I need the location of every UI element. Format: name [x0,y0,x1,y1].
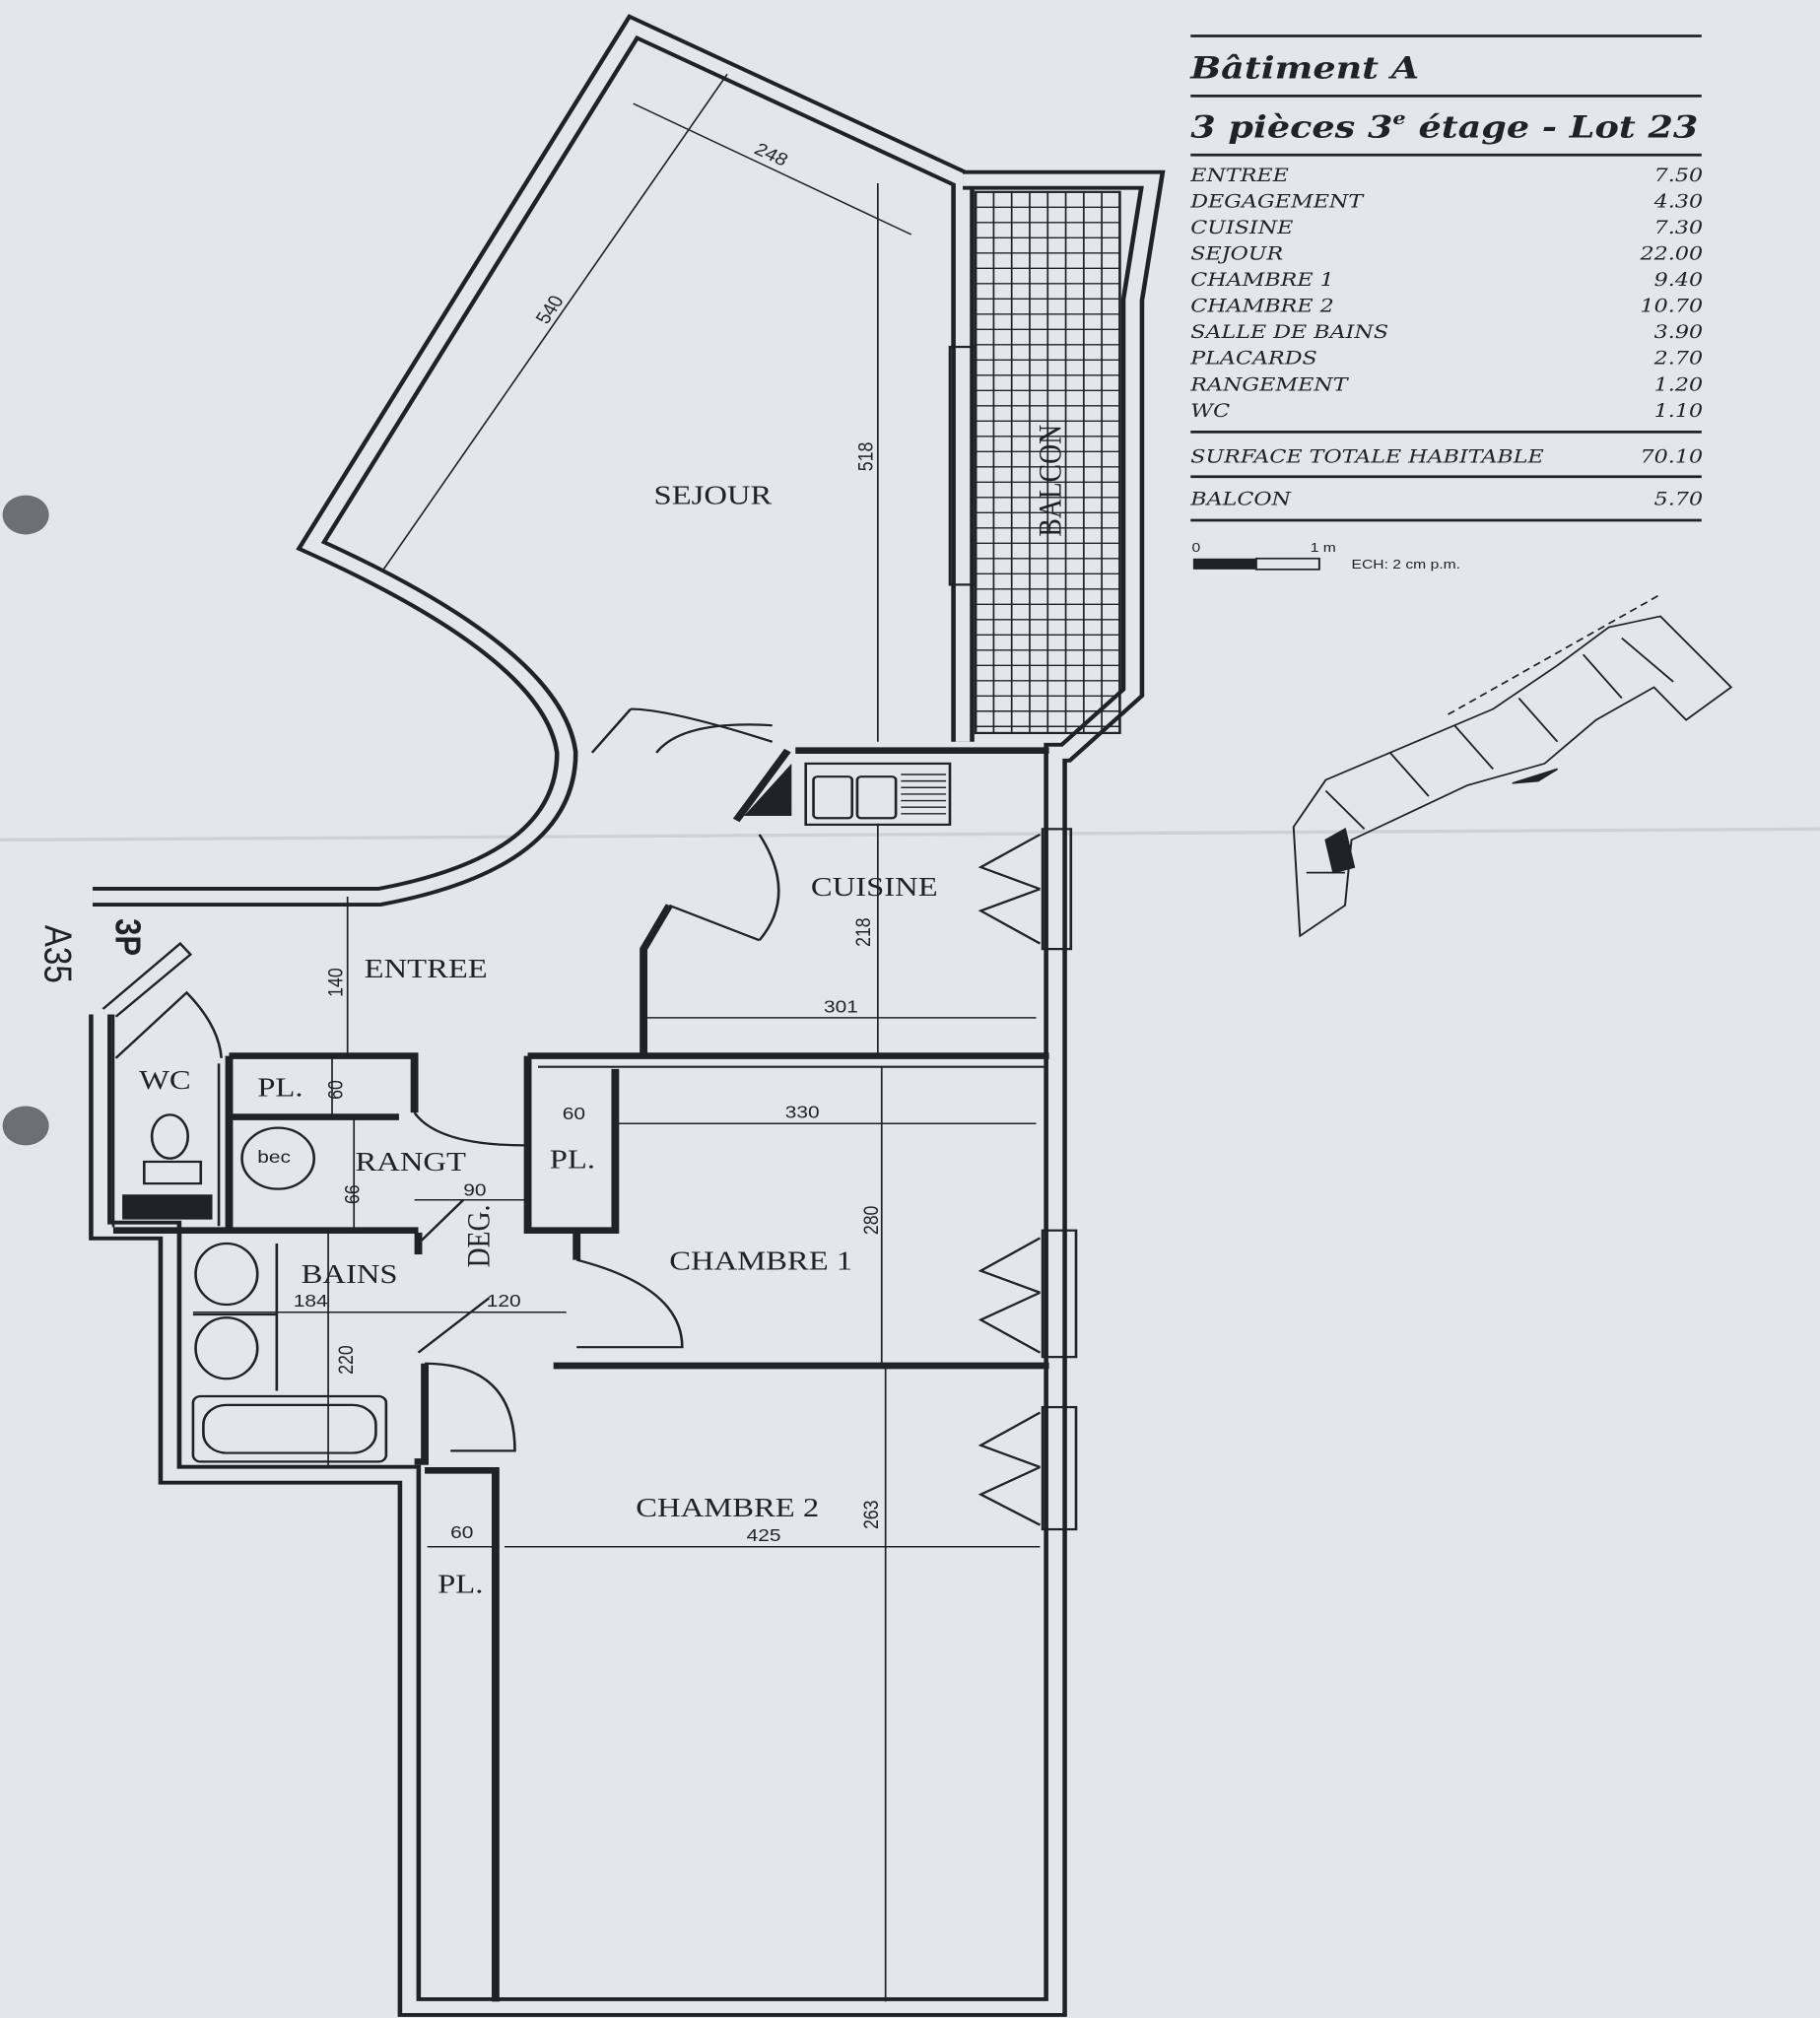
toilet-icon [150,1113,190,1160]
doors [101,707,792,1452]
dimension-label: 263 [860,1501,884,1530]
site-location-map [1292,593,1733,938]
fixtures [122,762,952,1463]
water-heater-icon [240,1126,316,1190]
dimension-label: 90 [463,1180,486,1200]
washbasin-icon [194,1242,259,1307]
unit-title-sup: e [1392,108,1405,129]
dimension-label: 248 [751,139,792,170]
room-name: DEGAGEMENT [1189,190,1364,212]
lot-type: 3P [107,918,148,956]
unit-title-prefix: 3 pièces 3 [1190,108,1392,145]
room-label-bains: BAINS [302,1258,398,1289]
room-name: CUISINE [1190,217,1293,238]
dimension-label: 330 [785,1103,820,1122]
room-area: 1.20 [1654,373,1703,395]
room-label-entree: ENTREE [365,953,488,983]
room-name: SEJOUR [1190,242,1283,264]
room-label-placard: PL. [257,1072,303,1103]
scale-bar-black [1192,558,1256,570]
dimension-label: 60 [324,1080,348,1100]
dimension-lines [192,73,1041,2002]
room-name: RANGEMENT [1189,373,1349,395]
room-name: CHAMBRE 1 [1190,269,1334,291]
room-area: 2.70 [1653,347,1704,369]
floor-plan [89,14,1166,2017]
room-name: ENTREE [1189,164,1289,185]
dimension-label: 60 [450,1522,473,1542]
room-area: 10.70 [1641,295,1704,316]
dimension-label: 140 [324,968,348,997]
dimension-label: 218 [852,917,876,947]
room-label-cuisine: CUISINE [811,871,938,902]
wc-shaft [122,1194,213,1220]
room-name: CHAMBRE 2 [1190,295,1334,316]
window [1041,828,1073,951]
room-label-placard: PL. [438,1569,483,1599]
dimension-label: 220 [335,1345,359,1375]
bathtub-inner [202,1403,377,1454]
water-heater-label: bec [257,1148,291,1168]
room-area: 22.00 [1639,242,1703,264]
window [1041,1405,1078,1531]
room-label-rangement: RANGT [356,1146,466,1177]
lot-code: A35 [36,925,80,983]
sink-basin [812,775,854,820]
dimension-label: 99 [340,1184,364,1204]
dimension-label: 120 [487,1292,521,1312]
scale-note: ECH: 2 cm p.m. [1352,558,1461,572]
room-name: WC [1190,400,1230,422]
washbasin-icon [194,1316,259,1380]
room-label-balcon: BALCON [1032,425,1068,537]
drainboard [901,774,947,815]
window [1041,1229,1078,1359]
room-area: 1.10 [1654,400,1703,422]
dimension-label: 540 [531,292,569,327]
room-label-chambre-2: CHAMBRE 2 [636,1492,819,1522]
dimension-label: 60 [563,1104,585,1123]
sink-basin [855,775,898,820]
legend-table: Bâtiment A 3 pièces 3e étage - Lot 23 EN… [1189,34,1704,572]
balcon-area: 5.70 [1654,488,1703,509]
scale-bar-white [1254,557,1320,571]
interior-walls [111,747,1049,2002]
room-label-wc: WC [139,1064,191,1095]
room-name: PLACARDS [1189,347,1317,369]
kitchen-door-triangle [743,763,792,817]
north-arrow-icon [1512,768,1559,784]
room-area: 7.30 [1654,217,1703,238]
kitchen-door-leaf [732,748,791,823]
paper-fold [0,827,1820,842]
dimension-label: 301 [824,997,858,1017]
total-area: 70.10 [1641,445,1704,467]
room-name: SALLE DE BAINS [1190,321,1388,343]
room-area: 3.90 [1654,321,1703,343]
toilet-tank [142,1160,203,1185]
dimension-label: 184 [294,1292,328,1312]
total-label: SURFACE TOTALE HABITABLE [1190,445,1543,467]
balcon-label: BALCON [1189,488,1292,509]
dimension-label: 425 [747,1526,781,1546]
dimension-label: 518 [854,442,878,472]
binder-hole [2,1106,49,1146]
unit-title: 3 pièces 3e étage - Lot 23 [1190,108,1698,145]
building-title: Bâtiment A [1189,49,1419,86]
binder-hole [2,495,49,535]
room-label-placard: PL. [550,1144,595,1175]
scale-end: 1 m [1311,541,1336,556]
window-sash [977,833,1042,1526]
window [948,345,977,586]
room-area: 7.50 [1654,164,1703,185]
dimension-label: 280 [860,1205,884,1235]
bathtub-icon [191,1394,388,1463]
unit-title-suffix: étage - Lot 23 [1406,108,1699,145]
room-label-sejour: SEJOUR [654,480,774,510]
room-label-chambre-1: CHAMBRE 1 [669,1245,852,1276]
room-area: 4.30 [1653,190,1704,212]
room-area: 9.40 [1654,269,1703,291]
scale-start: 0 [1192,541,1201,556]
room-label-degagement: DEG. [460,1205,497,1268]
